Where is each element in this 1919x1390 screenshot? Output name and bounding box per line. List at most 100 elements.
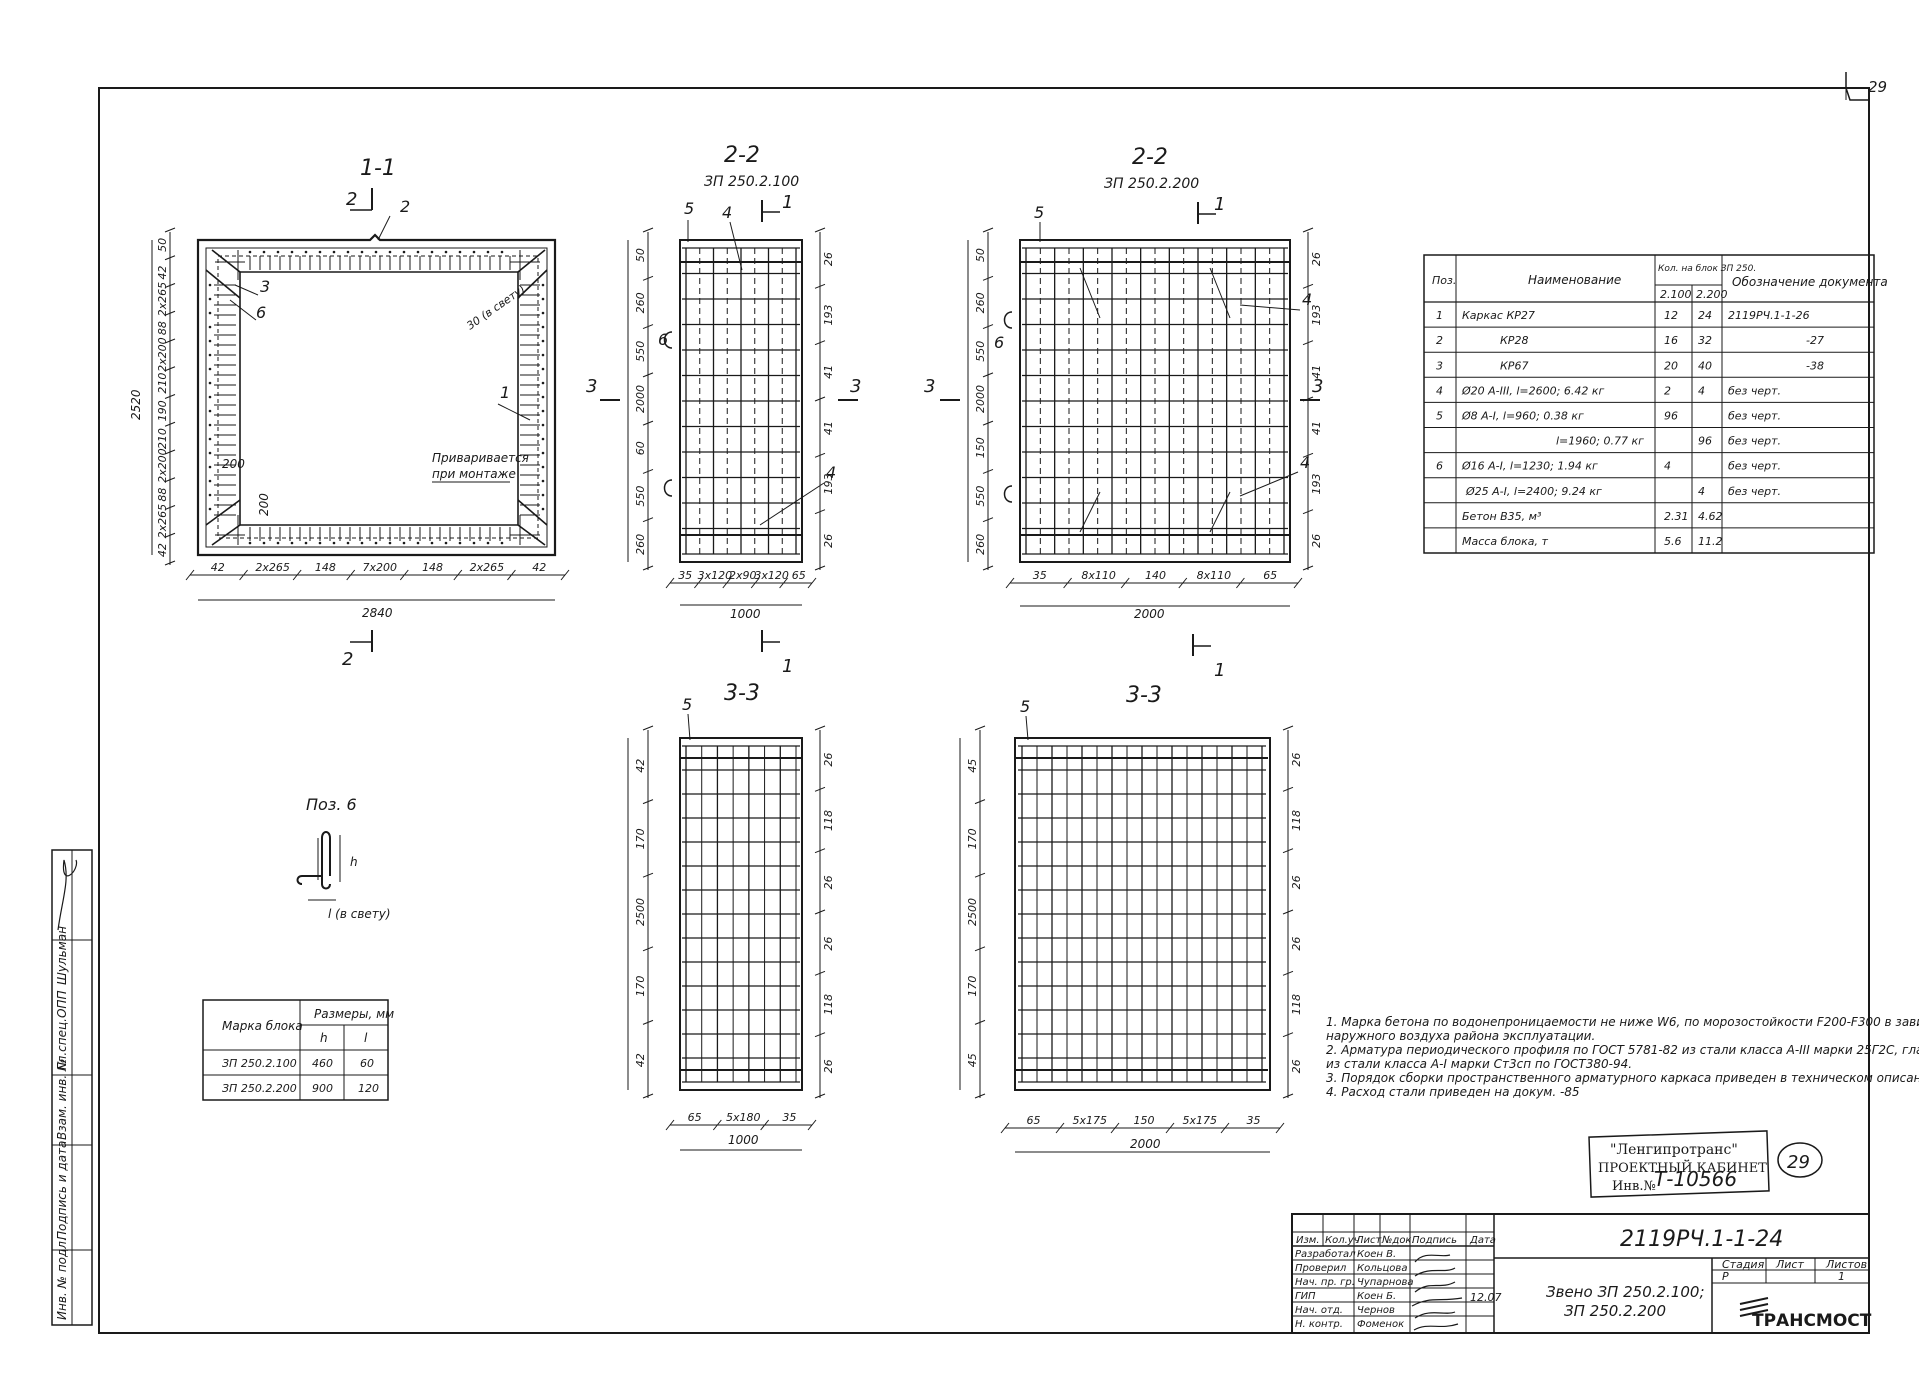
dim-value: 65 xyxy=(688,1111,702,1124)
spec-qty-200: 24 xyxy=(1698,309,1712,322)
dim-tick xyxy=(982,324,994,330)
tb-name-2: ЗП 250.2.200 xyxy=(1564,1302,1666,1320)
dim-value: 50 xyxy=(634,248,647,262)
spec-pos: 5 xyxy=(1436,410,1443,423)
size-c2: l xyxy=(364,1031,368,1045)
s33a-title: 3-3 xyxy=(724,681,760,706)
dim-value: 5x175 xyxy=(1073,1114,1108,1127)
s11-dim-200a: 200 xyxy=(222,457,245,471)
dim-tick xyxy=(164,366,176,372)
rebar-dot xyxy=(208,507,212,511)
rebar-dot xyxy=(486,541,490,545)
dim-tick xyxy=(642,799,654,805)
spec-qty-200: 4 xyxy=(1698,384,1705,397)
transmost-logo-icon xyxy=(1739,1297,1769,1317)
spec-qty-100: 16 xyxy=(1664,334,1678,347)
rebar-dot xyxy=(388,541,392,545)
stamp-circle-number: 29 xyxy=(1787,1152,1810,1173)
dim-tick xyxy=(814,725,826,731)
strip-signature xyxy=(57,859,78,931)
dim-tick xyxy=(814,227,826,233)
tb-person: Фоменок xyxy=(1357,1319,1404,1330)
s22b-title: 2-2 xyxy=(1132,145,1168,170)
strip-name: Шульман xyxy=(55,926,69,985)
dim-value: 26 xyxy=(822,937,835,951)
dim-tick xyxy=(814,970,826,976)
dim-tick xyxy=(1282,786,1294,792)
dim-value: 170 xyxy=(966,828,979,849)
dim-tick xyxy=(974,1019,986,1025)
dim-tick xyxy=(164,449,176,455)
dim-tick xyxy=(982,275,994,281)
rebar-dot xyxy=(208,479,212,483)
rebar-dot xyxy=(262,250,266,254)
spec-pos: 4 xyxy=(1436,384,1443,397)
dim-value: 41 xyxy=(1310,421,1323,435)
size-table: Марка блока Размеры, мм h l ЗП 250.2.100… xyxy=(202,999,394,1101)
dim-tick xyxy=(642,517,654,523)
rebar-dot xyxy=(541,479,545,483)
tb-code: 2119РЧ.1-1-24 xyxy=(1620,1227,1783,1252)
spec-name: Ø20 А-III, l=2600; 6.42 кг xyxy=(1461,384,1604,397)
size-r2-name: ЗП 250.2.200 xyxy=(222,1082,297,1095)
dim-tick xyxy=(560,569,570,581)
spec-h-q1: 2.100 xyxy=(1660,288,1692,301)
s11-dim-200b: 200 xyxy=(257,493,271,516)
dim-value: 8x110 xyxy=(1081,569,1116,582)
note-line-1: 1. Марка бетона по водонепроницаемости н… xyxy=(1326,1015,1919,1029)
spec-qty-100: 5.6 xyxy=(1664,535,1682,548)
tb-name-1: Звено ЗП 250.2.100; xyxy=(1546,1283,1705,1301)
dim-value: 42 xyxy=(532,561,546,574)
dim-tick xyxy=(814,1032,826,1038)
stamp-line-3: Инв.№ xyxy=(1612,1179,1656,1194)
dim-tick xyxy=(760,1119,770,1131)
rebar-dot xyxy=(208,339,212,343)
dim-value: 7x200 xyxy=(363,561,398,574)
spec-h-q2: 2.200 xyxy=(1696,288,1728,301)
dim-value: 35 xyxy=(678,569,692,582)
strip-glspec: Гл.спец.ОПП xyxy=(55,991,69,1070)
rebar-dot xyxy=(208,311,212,315)
dim-tick xyxy=(642,324,654,330)
s22b-cut-right: 3 xyxy=(1312,376,1323,397)
s11-note-weld-2: при монтаже xyxy=(432,467,516,481)
dim-value: 3x120 xyxy=(754,569,789,582)
dim-tick xyxy=(982,372,994,378)
dim-tick xyxy=(1000,1122,1010,1134)
rebar-dot xyxy=(248,541,252,545)
dim-value: 118 xyxy=(822,810,835,831)
spec-qty-100: 20 xyxy=(1664,359,1678,372)
note-line-4: из стали класса А-I марки Ст3сп по ГОСТ3… xyxy=(1326,1057,1632,1071)
tb-role: Нач. пр. гр. xyxy=(1295,1277,1355,1288)
spec-h-doc: Обозначение документа xyxy=(1732,275,1888,289)
dim-tick xyxy=(814,786,826,792)
rebar-dot xyxy=(208,451,212,455)
s33b-title: 3-3 xyxy=(1126,683,1162,708)
dim-value: 42 xyxy=(156,543,169,557)
dim-tick xyxy=(164,227,176,233)
s11-title: 1-1 xyxy=(360,156,396,181)
dim-tick xyxy=(1302,509,1314,515)
s33a-bottom-total: 1000 xyxy=(728,1133,759,1147)
tb-head-cell: Дата xyxy=(1469,1235,1496,1246)
rebar-dot xyxy=(430,541,434,545)
dim-tick xyxy=(807,577,817,589)
s11-pos-6: 6 xyxy=(256,303,266,322)
rebar-dot xyxy=(541,395,545,399)
dim-tick xyxy=(814,509,826,515)
dim-value: 150 xyxy=(974,437,987,458)
rebar-dot xyxy=(541,381,545,385)
dim-value: 3x120 xyxy=(698,569,733,582)
s22b-pos-4b: 4 xyxy=(1300,453,1310,472)
rebar-dot xyxy=(541,311,545,315)
rebar-dot xyxy=(541,465,545,469)
rebar-dot xyxy=(486,250,490,254)
dim-tick xyxy=(814,396,826,402)
s11-pos-2: 2 xyxy=(400,197,410,216)
rebar-dot xyxy=(444,541,448,545)
spec-name: Ø16 А-I, l=1230; 1.94 кг xyxy=(1461,460,1598,473)
rebar-dot xyxy=(458,250,462,254)
